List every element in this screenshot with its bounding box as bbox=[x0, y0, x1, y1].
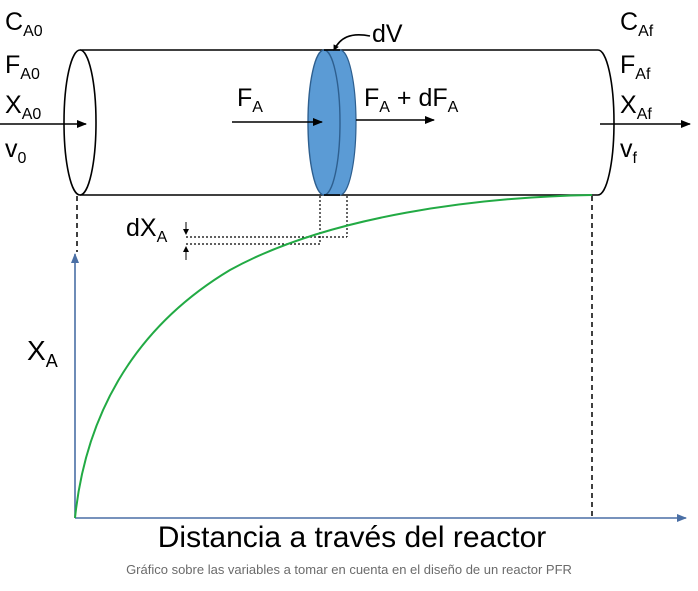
figure-caption: Gráfico sobre las variables a tomar en c… bbox=[126, 562, 572, 577]
dx-label: dXA bbox=[126, 214, 168, 246]
outlet-molar-flow-label: FAf bbox=[620, 51, 651, 83]
tube-inlet-end bbox=[63, 49, 97, 196]
outlet-conversion-label: XAf bbox=[620, 91, 652, 123]
inlet-conversion-label: XA0 bbox=[5, 91, 41, 123]
x-axis-label: Distancia a través del reactor bbox=[158, 521, 547, 554]
inlet-molar-flow-label: FA0 bbox=[5, 51, 40, 83]
element-flow-out-label: FA + dFA bbox=[364, 84, 459, 116]
outlet-concentration-label: CAf bbox=[620, 8, 654, 40]
dv-pointer bbox=[333, 34, 371, 51]
inlet-concentration-label: CA0 bbox=[5, 8, 43, 40]
tube-outlet-end bbox=[597, 49, 615, 196]
y-axis-label: XA bbox=[27, 335, 58, 371]
element-flow-in-label: FA bbox=[237, 84, 263, 116]
dx-projection bbox=[186, 196, 348, 245]
inlet-volumetric-flow-label: v0 bbox=[5, 135, 27, 167]
outlet-volumetric-flow-label: vf bbox=[620, 135, 638, 167]
dv-label: dV bbox=[372, 20, 403, 48]
conversion-curve bbox=[74, 194, 593, 519]
